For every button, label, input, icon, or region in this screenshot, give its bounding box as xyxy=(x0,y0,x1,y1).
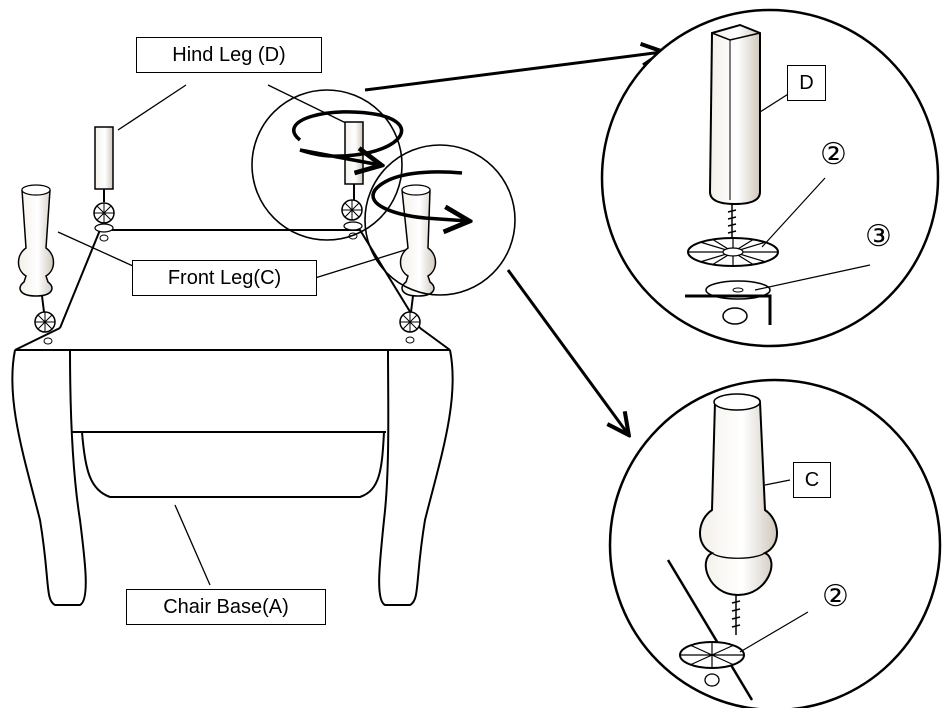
pointer-arrow-to-detail-c-icon xyxy=(506,269,628,434)
leader-lines xyxy=(57,84,406,586)
left-front-leg xyxy=(11,349,87,606)
detail-front-leg xyxy=(666,393,778,701)
chair-base xyxy=(11,229,454,606)
front-leg-right xyxy=(399,184,437,344)
detail-d-label: D xyxy=(787,65,826,101)
hind-leg-label: Hind Leg (D) xyxy=(136,37,322,73)
washer-2-callout-top: ② xyxy=(820,137,847,172)
front-leg-label: Front Leg(C) xyxy=(132,260,317,296)
right-front-leg xyxy=(378,349,454,606)
rotate-arrow-front-icon xyxy=(371,170,468,221)
washer-3-callout: ③ xyxy=(865,219,892,254)
hind-leg-right xyxy=(341,121,364,240)
seat-outline xyxy=(59,229,421,329)
zoom-circle-hind xyxy=(251,89,403,241)
washer-2-callout-bottom: ② xyxy=(822,579,849,614)
pointer-arrow-to-detail-d-icon xyxy=(364,52,662,92)
rotate-arrow-hind-icon xyxy=(292,110,404,165)
front-leg-left xyxy=(17,184,56,345)
detail-c-label: C xyxy=(793,462,831,498)
detail-c-leaders xyxy=(739,479,809,653)
zoom-circle-front xyxy=(364,144,516,296)
detail-hind-leg xyxy=(685,23,779,325)
hind-leg-left xyxy=(93,126,115,242)
detail-circle-d xyxy=(600,8,940,348)
chair-base-label: Chair Base(A) xyxy=(126,589,326,625)
